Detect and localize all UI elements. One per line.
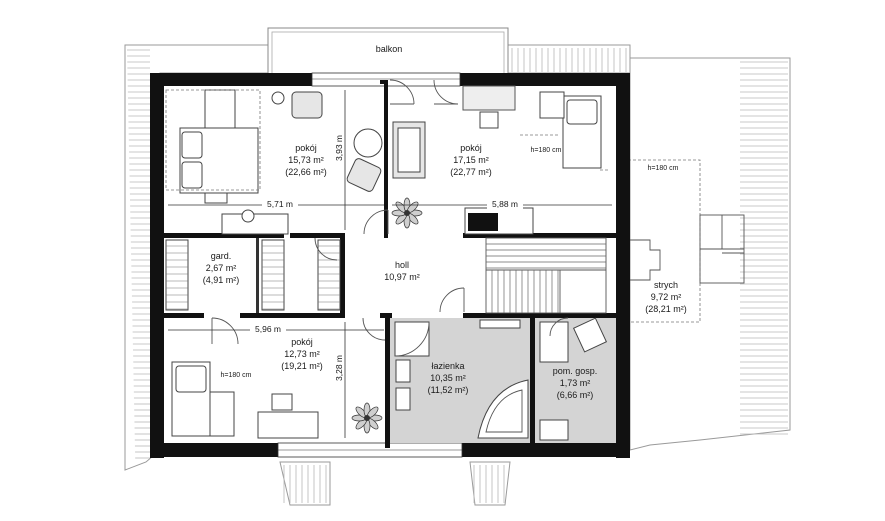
room-name-gard: gard.: [211, 251, 232, 261]
room-name-pokoj-sw: pokój: [291, 337, 313, 347]
room-area-gard: 2,67 m²: [206, 263, 237, 273]
nw-armchair: [271, 91, 323, 119]
ne-tv: [468, 213, 498, 231]
height-note-ne: h=180 cm: [531, 147, 562, 154]
dim-sw-height: 3,28 m: [334, 355, 344, 381]
ne-bed: [539, 91, 602, 169]
balcony-outline: [267, 27, 509, 77]
ne-sofa: [392, 121, 426, 179]
bathroom-cabinet: [479, 319, 521, 329]
room-area-strych: 9,72 m²: [651, 292, 682, 302]
room-area-gross-lazienka: (11,52 m²): [428, 385, 469, 395]
sw-bed: [171, 361, 235, 437]
door-swings: [211, 79, 569, 345]
ne-nightstand: [479, 111, 499, 129]
room-labels: balkon pokój 15,73 m² (22,66 m²) pokój 1…: [203, 44, 687, 400]
room-name-strych: strych: [654, 280, 678, 290]
dim-sw-width: 5,96 m: [255, 324, 281, 334]
sw-desk: [257, 411, 319, 439]
room-area-lazienka: 10,35 m²: [430, 373, 466, 383]
room-name-pokoj-nw: pokój: [295, 143, 317, 153]
wardrobe-shelves: [165, 239, 341, 311]
nw-armchair-2: [346, 158, 382, 192]
plant-icon: [391, 197, 423, 229]
nw-desk: [221, 213, 289, 235]
bathtub: [477, 379, 529, 439]
height-note-strych: h=180 cm: [648, 165, 679, 172]
dim-nw-height: 3,93 m: [334, 135, 344, 161]
utility-boiler: [539, 321, 569, 363]
room-area-gross-pom-gosp: (6,66 m²): [557, 390, 594, 400]
nw-bed: [179, 89, 259, 204]
room-area-pom-gosp: 1,73 m²: [560, 378, 591, 388]
roof-hatching: [127, 48, 788, 503]
stair-treads: [486, 243, 606, 313]
shelf-lines: [166, 245, 340, 310]
dim-ne-width: 5,88 m: [492, 199, 518, 209]
nw-wardrobe: [165, 89, 261, 191]
interior-walls: [164, 80, 628, 448]
sink-1: [395, 359, 411, 383]
room-area-gross-strych: (28,21 m²): [645, 304, 687, 314]
ne-shelf: [462, 85, 516, 111]
room-name-pokoj-ne: pokój: [460, 143, 482, 153]
shower: [394, 321, 430, 357]
room-area-gross-pokoj-nw: (22,66 m²): [285, 167, 327, 177]
room-area-pokoj-sw: 12,73 m²: [284, 349, 320, 359]
dim-nw-width: 5,71 m: [267, 199, 293, 209]
room-area-holl: 10,97 m²: [384, 272, 420, 282]
room-area-pokoj-ne: 17,15 m²: [453, 155, 489, 165]
room-area-gross-pokoj-sw: (19,21 m²): [281, 361, 323, 371]
room-name-holl: holl: [395, 260, 409, 270]
nw-round-table: [353, 128, 383, 158]
plant-icon: [351, 402, 383, 434]
room-area-gross-gard: (4,91 m²): [203, 275, 240, 285]
room-area-pokoj-nw: 15,73 m²: [288, 155, 324, 165]
room-name-lazienka: łazienka: [431, 361, 464, 371]
height-note-sw: h=180 cm: [221, 372, 252, 379]
attic-stair-nose: [626, 239, 661, 281]
room-name-balkon: balkon: [376, 44, 403, 54]
dimension-labels: 5,71 m 5,88 m 5,96 m 3,93 m 3,28 m: [250, 135, 523, 381]
room-area-gross-pokoj-ne: (22,77 m²): [450, 167, 492, 177]
height-notes: h=180 cm h=180 cm h=180 cm: [221, 147, 679, 379]
room-name-pom-gosp: pom. gosp.: [553, 366, 598, 376]
sink-2: [395, 387, 411, 411]
exterior-walls: [150, 73, 630, 458]
